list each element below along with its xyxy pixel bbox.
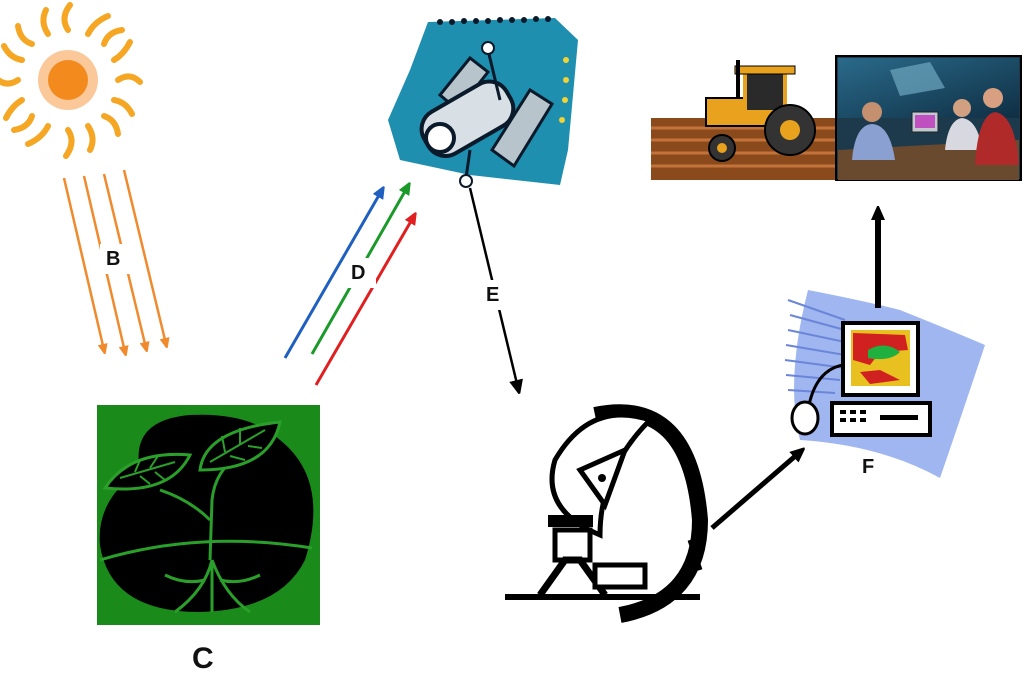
data-transfer-arrow bbox=[710, 452, 800, 530]
label-c: C bbox=[192, 642, 214, 675]
dish-antenna-icon bbox=[505, 404, 709, 623]
sun-icon bbox=[0, 2, 143, 159]
label-e: E bbox=[486, 284, 500, 306]
label-f: F bbox=[862, 456, 875, 478]
computer-icon bbox=[784, 290, 985, 478]
plant-icon bbox=[97, 405, 320, 625]
analysts-photo bbox=[835, 55, 1022, 181]
satellite-icon bbox=[388, 16, 578, 188]
label-b: B bbox=[106, 248, 121, 270]
label-d: D bbox=[351, 262, 366, 284]
tractor-icon bbox=[651, 60, 841, 180]
